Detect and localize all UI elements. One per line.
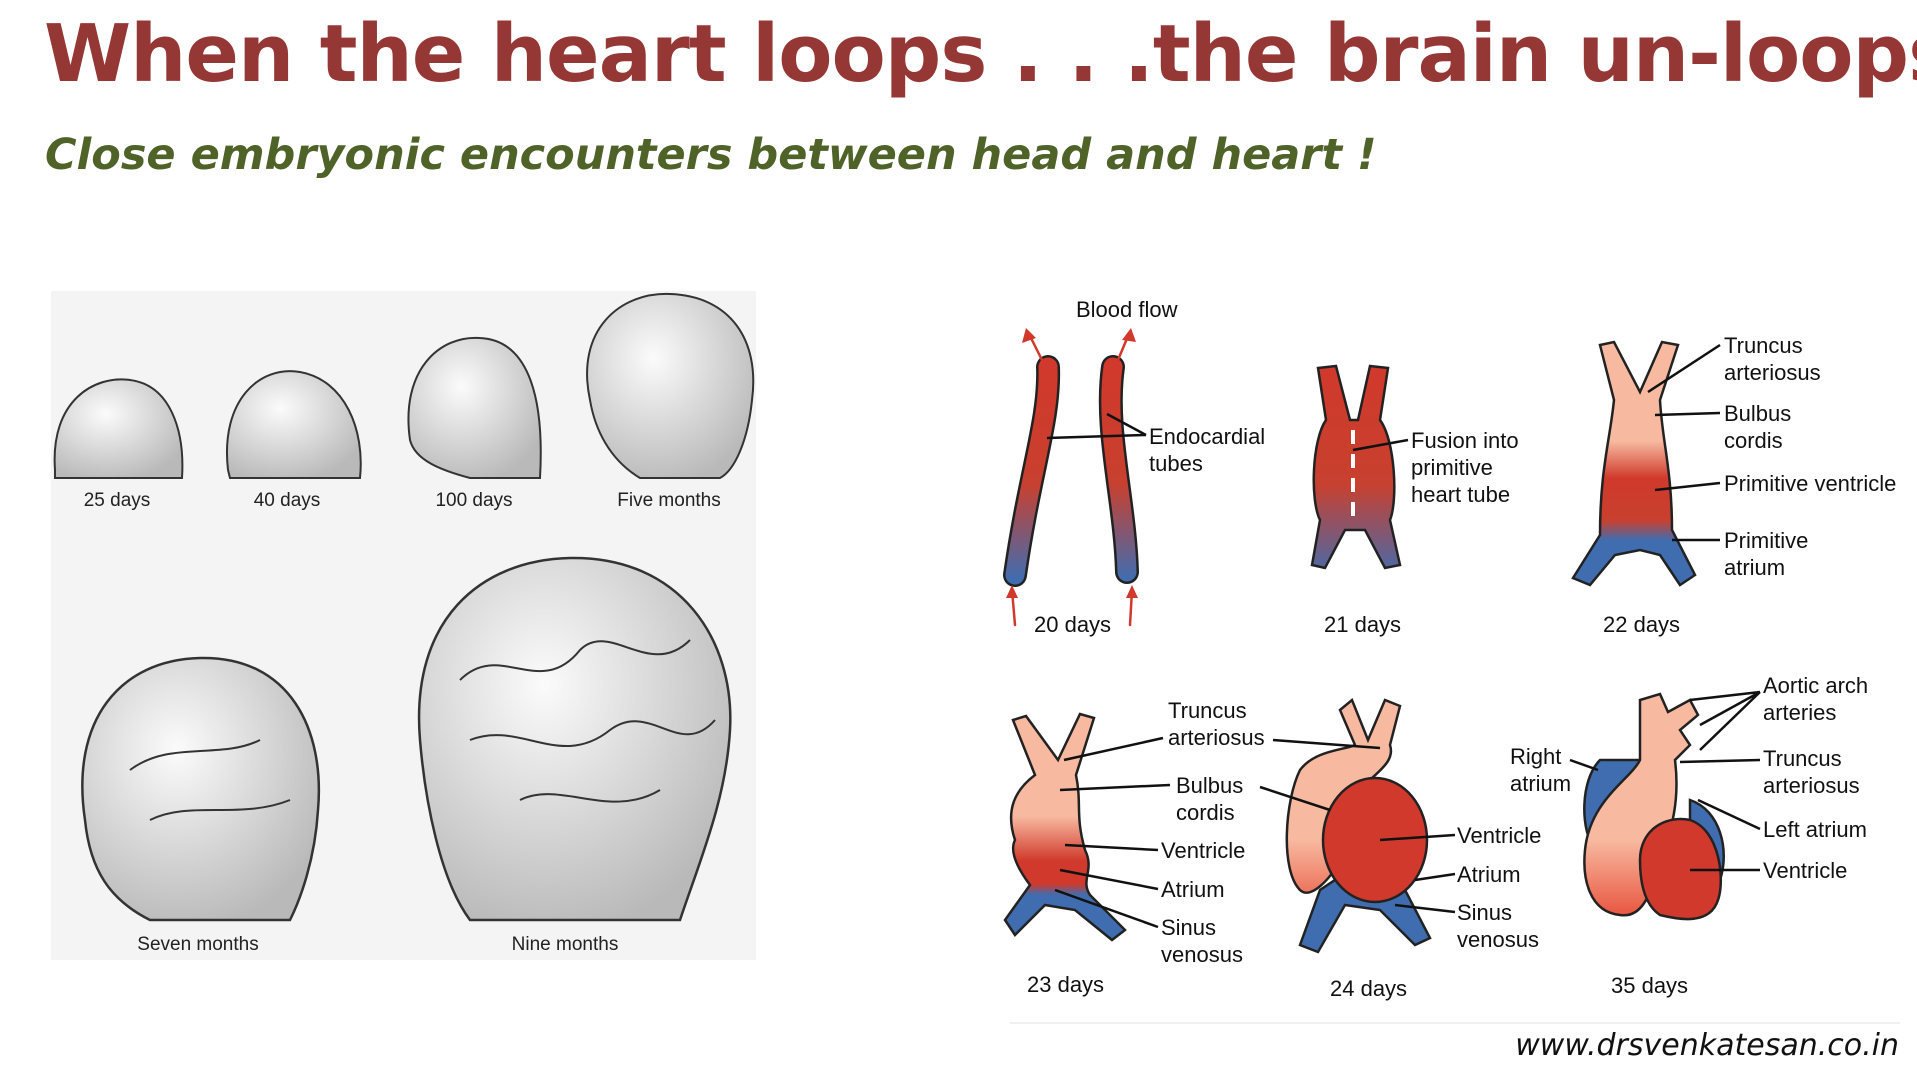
heart-35-days — [1583, 692, 1725, 921]
brain-label-five-months: Five months — [617, 490, 721, 511]
brain-label-nine-months: Nine months — [511, 934, 619, 955]
brain-label-100-days: 100 days — [435, 490, 513, 511]
stage-24-days: 24 days — [1330, 976, 1408, 1001]
blood-flow-label: Blood flow — [1076, 297, 1178, 322]
label-35-ventricle: Ventricle — [1763, 858, 1848, 883]
heart-24-days — [1285, 697, 1432, 954]
label-22-ventricle: Primitive ventricle — [1724, 471, 1897, 496]
stage-23-days: 23 days — [1027, 972, 1105, 997]
brain-seven-months — [81, 656, 321, 922]
brain-100-days — [407, 336, 542, 479]
label-23-ventricle: Ventricle — [1161, 838, 1246, 863]
label-35-left-atrium: Left atrium — [1763, 817, 1867, 842]
label-24-ventricle: Ventricle — [1457, 823, 1542, 848]
label-24-atrium: Atrium — [1457, 862, 1521, 887]
brain-label-seven-months: Seven months — [137, 934, 259, 955]
slide-title: When the heart loops . . .the brain un-l… — [44, 8, 1917, 100]
brain-label-40-days: 40 days — [253, 490, 321, 511]
stage-20-days: 20 days — [1034, 612, 1112, 637]
heart-23-days — [1003, 712, 1127, 942]
stage-22-days: 22 days — [1603, 612, 1681, 637]
brain-label-25-days: 25 days — [83, 490, 151, 511]
brain-25-days — [53, 378, 184, 479]
brain-five-months — [586, 292, 755, 479]
website-footer: www.drsvenkatesan.co.in — [1515, 1028, 1899, 1063]
heart-22-days — [1571, 340, 1697, 587]
brain-nine-months — [417, 556, 732, 922]
brain-40-days — [225, 370, 362, 479]
slide-subtitle: Close embryonic encounters between head … — [45, 130, 1377, 180]
stage-35-days: 35 days — [1611, 973, 1689, 998]
label-23-atrium: Atrium — [1161, 877, 1225, 902]
divider — [1010, 1022, 1900, 1024]
leader-lines — [1046, 343, 1761, 929]
stage-21-days: 21 days — [1324, 612, 1402, 637]
heart-20-days — [1003, 328, 1139, 627]
heart-21-days — [1310, 364, 1402, 570]
